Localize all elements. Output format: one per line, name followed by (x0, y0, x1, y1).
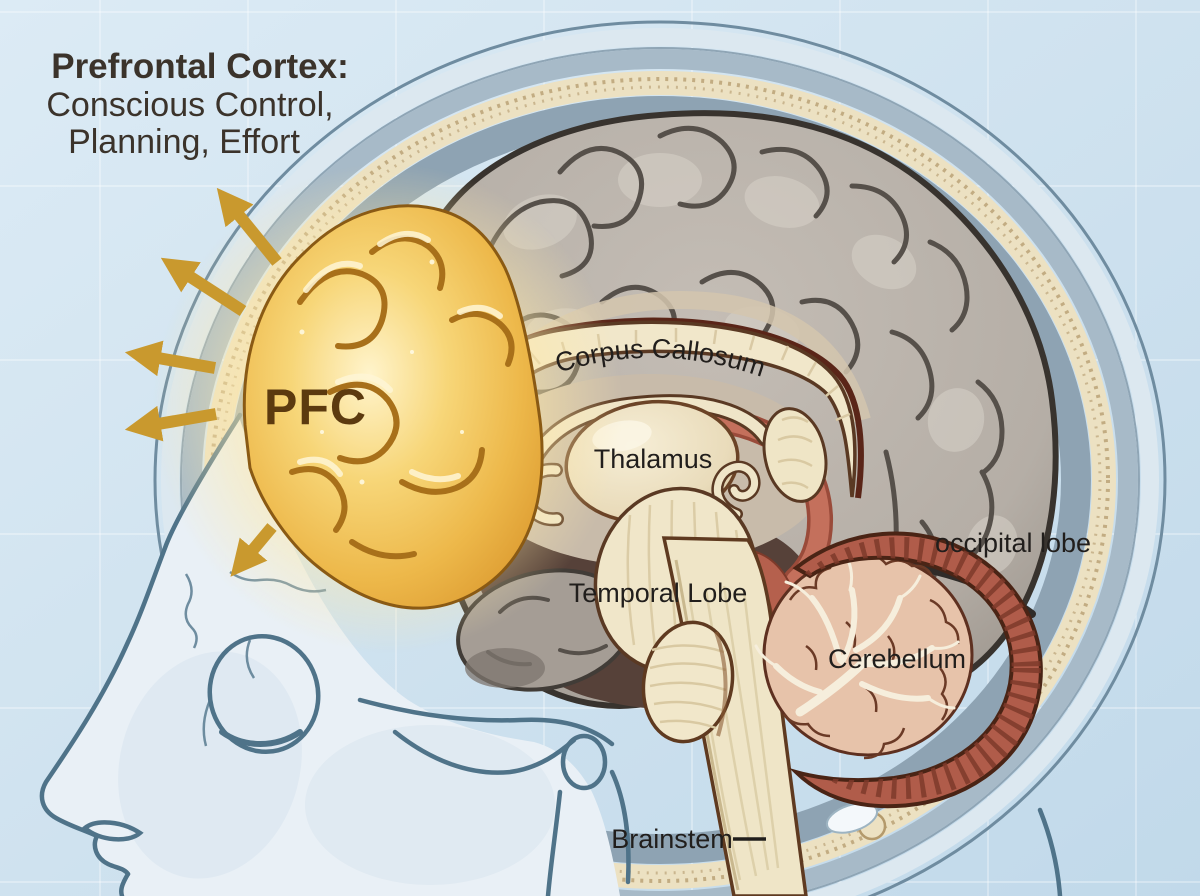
face-profile-lines (39, 412, 1063, 896)
pfc-highlight (153, 163, 623, 653)
title-line-1: Prefrontal Cortex: (51, 47, 349, 86)
label-cerebellum: Cerebellum (828, 644, 966, 674)
label-pfc: PFC (264, 379, 367, 435)
forehead-nose-profile (39, 412, 243, 839)
vertebra-hint (825, 802, 879, 834)
pfc-sparkles (299, 259, 464, 485)
arbor-vitae-branches (754, 558, 960, 717)
label-thalamus: Thalamus (594, 444, 713, 474)
pfc-gyri-highlights (297, 231, 503, 483)
nostril (81, 820, 144, 842)
outward-arrow (160, 257, 247, 317)
outward-arrow (230, 523, 277, 577)
outward-arrow (216, 187, 282, 266)
pons-striations (649, 644, 727, 730)
zygomatic-arch (357, 697, 615, 747)
pineal-curl (713, 463, 758, 518)
face-profile-sketch (39, 412, 1063, 896)
title-line-2: Conscious Control, (46, 86, 333, 124)
neck-line (1037, 807, 1063, 896)
outward-arrow (124, 340, 217, 377)
label-temporal-lobe: Temporal Lobe (569, 578, 748, 608)
outward-arrow (124, 405, 218, 442)
eye-socket (207, 633, 321, 755)
cerebellum-striations (796, 537, 1041, 799)
outward-arrows (124, 187, 282, 577)
scalp-outer-line (153, 20, 1167, 896)
title-line-3: Planning, Effort (68, 123, 300, 161)
label-occipital-lobe: occipital lobe (935, 528, 1091, 558)
label-brainstem: Brainstem (611, 824, 733, 854)
splenium-shape (762, 407, 828, 503)
jaw-joint (560, 733, 608, 791)
cerebellum-outer-crescent (789, 531, 1043, 809)
cerebellum-group (754, 531, 1043, 809)
